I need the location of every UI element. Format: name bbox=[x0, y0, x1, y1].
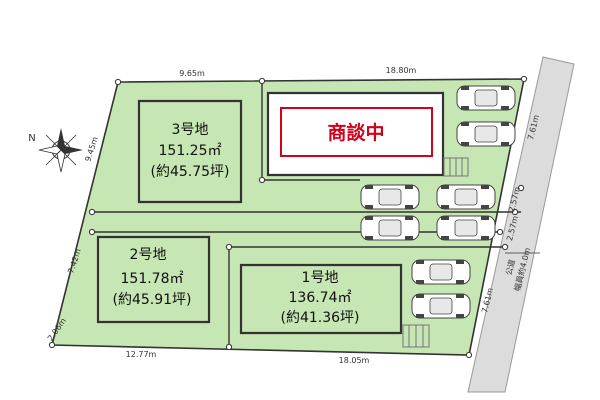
public-road bbox=[467, 56, 575, 393]
status-box bbox=[280, 107, 433, 157]
compass-icon bbox=[38, 128, 83, 173]
lot3-name: 3号地 bbox=[172, 122, 209, 138]
status-label: 商談中 bbox=[327, 121, 384, 144]
lot2-building bbox=[96, 235, 211, 324]
boundary-markers bbox=[48, 75, 528, 359]
lot1-building bbox=[239, 263, 403, 335]
stairs-icon bbox=[402, 324, 430, 348]
lot1-area-tsubo: (約41.36坪) bbox=[280, 310, 359, 326]
car-icon bbox=[456, 85, 516, 111]
lot3-area-m2: 151.25㎡ bbox=[159, 143, 222, 159]
lot2-name: 2号地 bbox=[130, 247, 167, 263]
dim-bottom-left: 12.77m bbox=[126, 350, 157, 359]
dim-top-right: 18.80m bbox=[386, 66, 417, 75]
lot1-name: 1号地 bbox=[302, 270, 339, 286]
lot1-area-m2: 136.74㎡ bbox=[289, 290, 352, 306]
car-icon bbox=[360, 184, 420, 210]
compass-north-label: N bbox=[28, 133, 35, 144]
car-icon bbox=[411, 259, 471, 285]
car-icon bbox=[456, 121, 516, 147]
car-icon bbox=[360, 215, 420, 241]
dim-top-left: 9.65m bbox=[179, 69, 205, 78]
lot2-area-tsubo: (約45.91坪) bbox=[112, 292, 191, 308]
car-icon bbox=[411, 293, 471, 319]
car-icon bbox=[436, 215, 496, 241]
lot3-building bbox=[137, 99, 243, 204]
stairs-icon bbox=[443, 157, 469, 177]
road-label-line1: 公道 bbox=[503, 258, 517, 276]
dim-left-upper: 9.45m bbox=[83, 135, 100, 162]
car-icon bbox=[436, 184, 496, 210]
dim-bottom-right: 18.05m bbox=[339, 356, 370, 365]
lot3-area-tsubo: (約45.75坪) bbox=[150, 164, 229, 180]
lot2-area-m2: 151.78㎡ bbox=[121, 271, 184, 287]
